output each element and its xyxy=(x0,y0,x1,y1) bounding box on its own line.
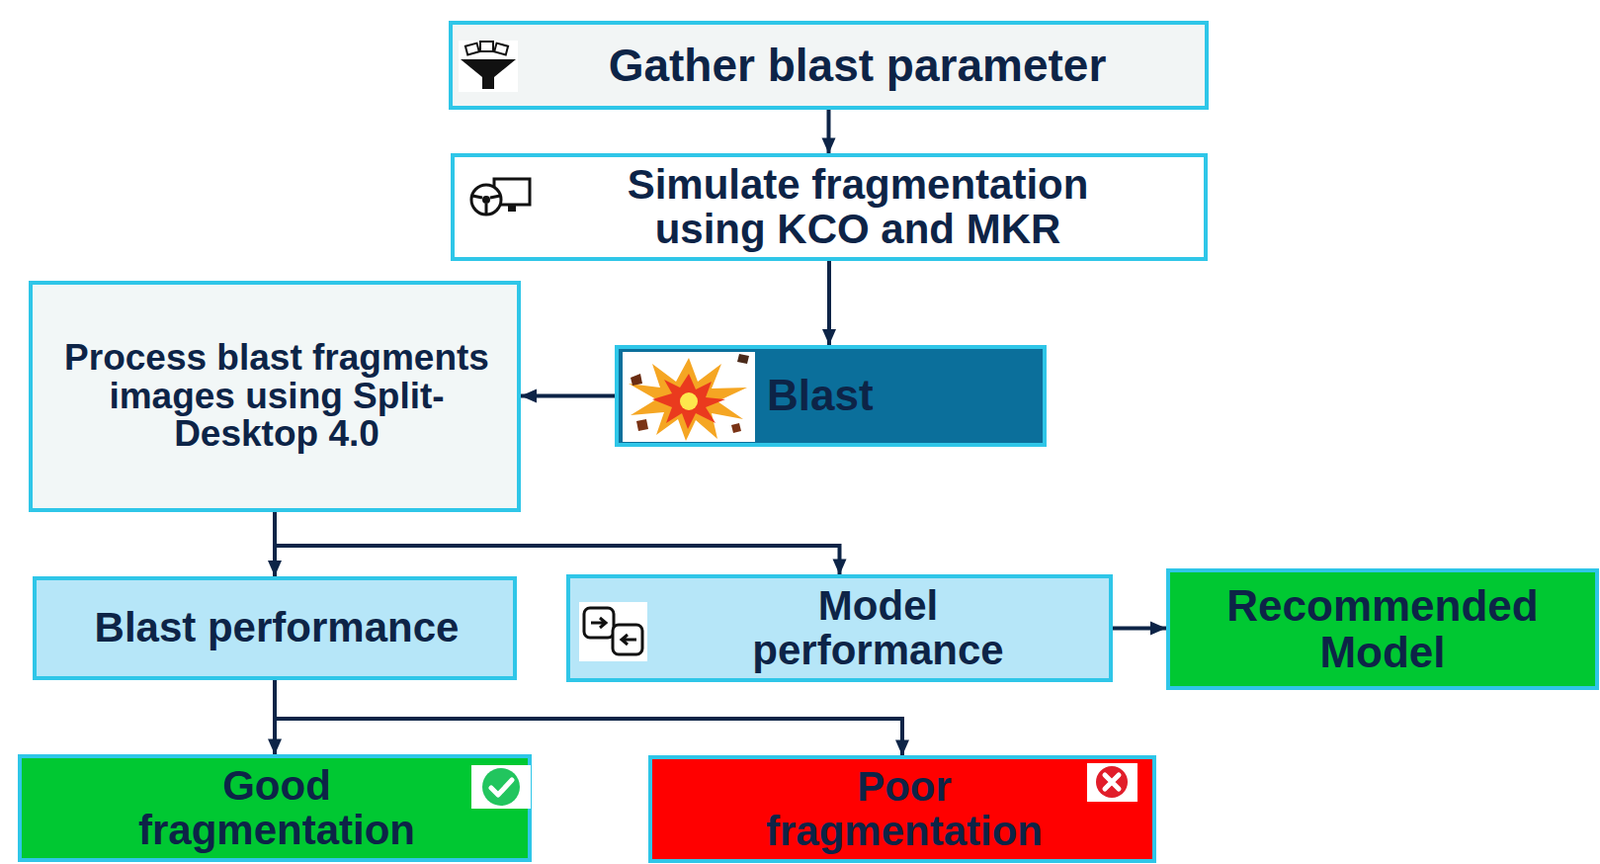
steering-wheel xyxy=(471,184,502,215)
rock-fragment xyxy=(737,353,750,364)
funnel-icon xyxy=(458,40,518,92)
rock-fragment xyxy=(731,422,742,433)
box-label: Gather blast parameter xyxy=(608,41,1107,89)
box-label: Poor fragmentation xyxy=(716,764,1093,852)
flow-arrow xyxy=(274,679,903,756)
outcome-box: Good fragmentation xyxy=(17,754,532,861)
icon-ground xyxy=(467,173,533,224)
process-box: Simulate fragmentation using KCO and MKR xyxy=(450,153,1208,260)
explosion-middle xyxy=(652,373,726,429)
box-label: Blast performance xyxy=(94,605,460,650)
cross-circle xyxy=(1095,765,1128,798)
check-mark xyxy=(491,779,512,795)
box-label: Model performance xyxy=(690,584,1067,672)
explosion-outer xyxy=(628,357,748,441)
flow-arrow xyxy=(827,109,832,154)
process-box: Process blast fragments images using Spl… xyxy=(28,280,521,512)
box-label: Blast xyxy=(766,372,874,419)
icon-ground xyxy=(1087,762,1138,802)
funnel-shape xyxy=(460,59,516,89)
compare-icon xyxy=(579,601,648,662)
icon-ground xyxy=(471,764,531,809)
rock-fragment xyxy=(636,419,649,431)
flow-arrow xyxy=(274,511,841,575)
input-box: Gather blast parameter xyxy=(448,20,1209,110)
box-label: Simulate fragmentation using KCO and MKR xyxy=(566,163,1150,251)
explosion-core xyxy=(679,392,698,411)
rock-fragment xyxy=(630,373,643,386)
outcome-box: Recommended Model xyxy=(1166,568,1600,690)
flow-arrow xyxy=(827,260,832,345)
compare-square xyxy=(612,624,643,655)
box-label: Recommended Model xyxy=(1184,583,1581,674)
result-box: Blast performance xyxy=(32,576,517,680)
steering-hub xyxy=(482,195,491,204)
explosion-icon xyxy=(622,351,756,442)
simulator-icon xyxy=(467,173,533,224)
event-box: Blast xyxy=(614,344,1047,447)
flow-arrow xyxy=(520,394,615,399)
monitor-shape xyxy=(494,178,530,205)
icon-ground xyxy=(458,40,518,92)
compare-arrow xyxy=(590,617,606,628)
check-circle xyxy=(482,767,520,806)
check-icon xyxy=(471,764,531,809)
photo-icon xyxy=(494,43,508,56)
cross-mark xyxy=(1104,774,1119,789)
flow-arrow xyxy=(1112,626,1167,631)
box-label: Good fragmentation xyxy=(84,763,470,851)
icon-ground xyxy=(579,601,648,662)
result-box: Model performance xyxy=(566,574,1113,681)
compare-square xyxy=(584,607,614,638)
compare-arrow xyxy=(621,634,637,645)
steering-spokes xyxy=(472,195,501,214)
monitor-stand xyxy=(507,204,516,212)
box-label: Process blast fragments images using Spl… xyxy=(54,338,500,455)
outcome-box: Poor fragmentation xyxy=(648,755,1157,862)
photo-icon xyxy=(480,41,494,52)
icon-ground xyxy=(622,351,756,442)
cross-icon xyxy=(1087,762,1138,802)
photo-icon xyxy=(465,43,480,56)
